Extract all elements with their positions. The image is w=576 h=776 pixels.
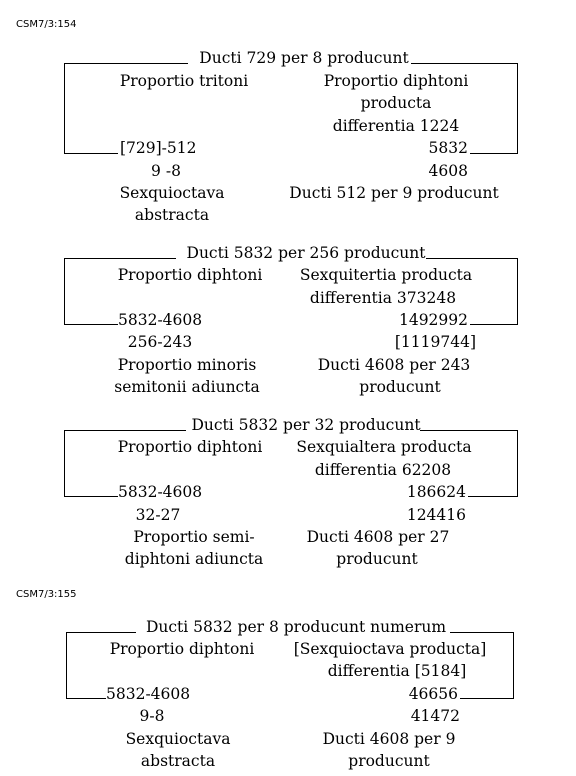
- right-bracket-value: 46656: [408, 685, 458, 703]
- ratio-value: 9-8: [139, 707, 165, 725]
- left-bracket-value: 5832-4608: [106, 685, 191, 703]
- diagram-title: Ducti 5832 per 256 producunt: [186, 244, 426, 262]
- folio-ref-154: CSM7/3:154: [16, 19, 77, 30]
- right-caption-line: producunt: [336, 550, 418, 568]
- product-value: 41472: [410, 707, 460, 725]
- difference-value: differentia [5184]: [327, 662, 467, 680]
- left-heading: Proportio tritoni: [119, 72, 249, 90]
- left-heading: Proportio diphtoni: [117, 438, 263, 456]
- diagram-title: Ducti 5832 per 32 producunt: [191, 416, 421, 434]
- bracket-line: [64, 258, 176, 259]
- bracket-line: [517, 430, 518, 496]
- left-bracket-value: 5832-4608: [118, 311, 203, 329]
- ratio-value: 9 -8: [151, 162, 181, 180]
- right-heading-line: producta: [360, 94, 432, 112]
- bracket-line: [513, 632, 514, 698]
- right-caption: Ducti 4608 per 243: [317, 356, 471, 374]
- bracket-line: [64, 63, 188, 64]
- bracket-line: [468, 496, 518, 497]
- bracket-line: [66, 632, 136, 633]
- right-bracket-value: 186624: [406, 483, 466, 501]
- bracket-line: [64, 430, 186, 431]
- bracket-line: [64, 153, 118, 154]
- bracket-line: [64, 496, 118, 497]
- left-heading: Proportio diphtoni: [117, 266, 263, 284]
- right-caption: Ducti 512 per 9 producunt: [289, 184, 499, 202]
- bracket-line: [64, 430, 65, 496]
- bracket-line: [66, 632, 67, 698]
- bracket-line: [66, 698, 106, 699]
- product-value: [1119744]: [394, 333, 476, 351]
- left-caption-line: abstracta: [134, 206, 210, 224]
- right-heading: Sexquialtera producta: [296, 438, 472, 456]
- right-heading: Sexquitertia producta: [299, 266, 473, 284]
- bracket-line: [420, 430, 518, 431]
- folio-ref-155: CSM7/3:155: [16, 589, 77, 600]
- left-caption: Proportio semi-: [133, 528, 255, 546]
- product-value: 4608: [428, 162, 468, 180]
- left-heading: Proportio diphtoni: [109, 640, 255, 658]
- left-caption-line: abstracta: [140, 752, 216, 770]
- left-bracket-value: [729]-512: [120, 139, 197, 157]
- right-caption-line: producunt: [359, 378, 441, 396]
- difference-value: differentia 373248: [309, 289, 457, 307]
- bracket-line: [64, 324, 118, 325]
- bracket-line: [64, 63, 65, 153]
- bracket-line: [460, 698, 514, 699]
- bracket-line: [426, 258, 518, 259]
- left-caption: Proportio minoris: [117, 356, 257, 374]
- left-caption: Sexquioctava: [119, 184, 225, 202]
- right-caption-line: producunt: [348, 752, 430, 770]
- product-value: 124416: [406, 506, 466, 524]
- bracket-line: [517, 258, 518, 324]
- bracket-line: [517, 63, 518, 153]
- left-caption-line: diphtoni adiuncta: [124, 550, 264, 568]
- left-caption-line: semitonii adiuncta: [114, 378, 260, 396]
- right-caption: Ducti 4608 per 27: [306, 528, 450, 546]
- right-caption: Ducti 4608 per 9: [322, 730, 456, 748]
- diagram-title: Ducti 5832 per 8 producunt numerum: [145, 618, 447, 636]
- diagram-title: Ducti 729 per 8 producunt: [199, 49, 409, 67]
- difference-value: differentia 62208: [314, 461, 452, 479]
- bracket-line: [470, 153, 518, 154]
- ratio-value: 32-27: [135, 506, 181, 524]
- bracket-line: [411, 63, 517, 64]
- right-bracket-value: 1492992: [398, 311, 468, 329]
- difference-value: differentia 1224: [332, 117, 460, 135]
- bracket-line: [64, 258, 65, 324]
- left-bracket-value: 5832-4608: [118, 483, 203, 501]
- bracket-line: [450, 632, 514, 633]
- right-heading: Proportio diphtoni: [323, 72, 469, 90]
- right-heading: [Sexquioctava producta]: [293, 640, 487, 658]
- bracket-line: [470, 324, 518, 325]
- right-bracket-value: 5832: [428, 139, 468, 157]
- left-caption: Sexquioctava: [125, 730, 231, 748]
- ratio-value: 256-243: [127, 333, 193, 351]
